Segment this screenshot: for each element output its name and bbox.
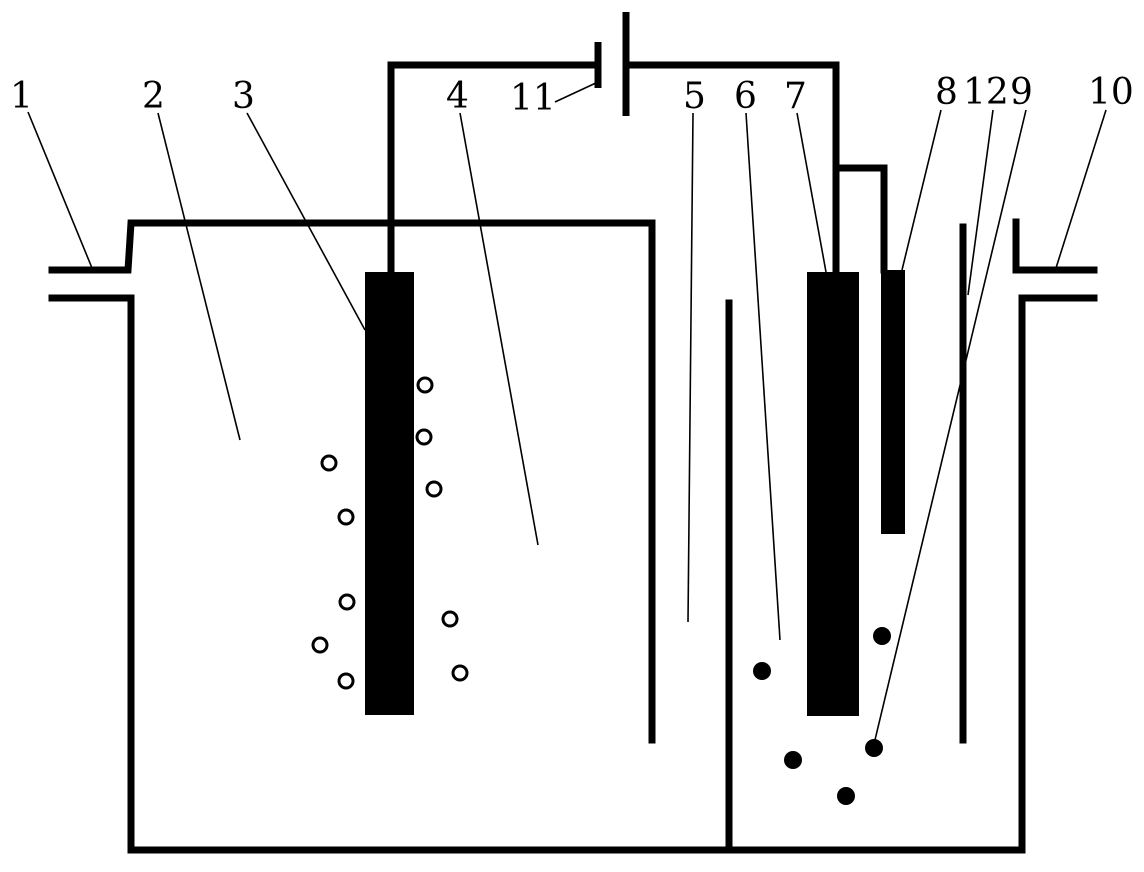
inlet-pipe-upper (48, 219, 656, 744)
leader-3 (246, 112, 366, 331)
leader-10 (1055, 109, 1107, 269)
particle (837, 787, 855, 805)
wire-cathode (622, 61, 840, 276)
particle (753, 662, 771, 680)
bubble (320, 454, 338, 472)
outlet-pipe-upper (1012, 218, 1098, 274)
leader-5 (687, 112, 694, 623)
label-10: 10 (1088, 72, 1134, 113)
gas-bubbles (311, 376, 469, 690)
circuit-wires (387, 61, 888, 276)
label-12: 12 (963, 72, 1009, 113)
wire-auxiliary (832, 164, 888, 274)
auxiliary-electrode (881, 270, 905, 534)
bubble (425, 480, 443, 498)
deposit-particles (753, 627, 891, 805)
leader-1 (27, 111, 93, 269)
leader-4 (459, 112, 539, 546)
labels: 1 2 3 4 11 5 6 7 8 12 9 10 (10, 72, 1134, 119)
label-11: 11 (510, 78, 556, 119)
leader-8 (901, 109, 942, 271)
anode-electrode (365, 272, 414, 715)
leader-11 (554, 81, 599, 103)
bubble (338, 593, 356, 611)
label-6: 6 (734, 76, 757, 117)
label-8: 8 (935, 72, 958, 113)
wire-anode (387, 61, 601, 276)
label-1: 1 (10, 76, 33, 117)
label-3: 3 (232, 76, 255, 117)
bubble (337, 508, 355, 526)
label-2: 2 (142, 76, 165, 117)
bubble (337, 672, 355, 690)
label-4: 4 (446, 76, 469, 117)
leader-6 (745, 112, 781, 641)
bubble (451, 664, 469, 682)
bubble (441, 610, 459, 628)
leader-lines (27, 81, 1107, 745)
leader-12 (967, 109, 994, 296)
particle (784, 751, 802, 769)
tank-outline (127, 296, 1026, 854)
leader-2 (157, 112, 241, 441)
leader-9 (873, 109, 1027, 745)
bubble (311, 636, 329, 654)
cathode-electrode (807, 272, 859, 716)
power-source (594, 12, 630, 116)
bubble (416, 376, 434, 394)
particle (873, 627, 891, 645)
bubble (415, 428, 433, 446)
label-9: 9 (1010, 72, 1033, 113)
label-7: 7 (784, 76, 807, 117)
leader-7 (796, 112, 827, 273)
particle (865, 739, 883, 757)
tank (48, 218, 1098, 854)
label-5: 5 (683, 76, 706, 117)
